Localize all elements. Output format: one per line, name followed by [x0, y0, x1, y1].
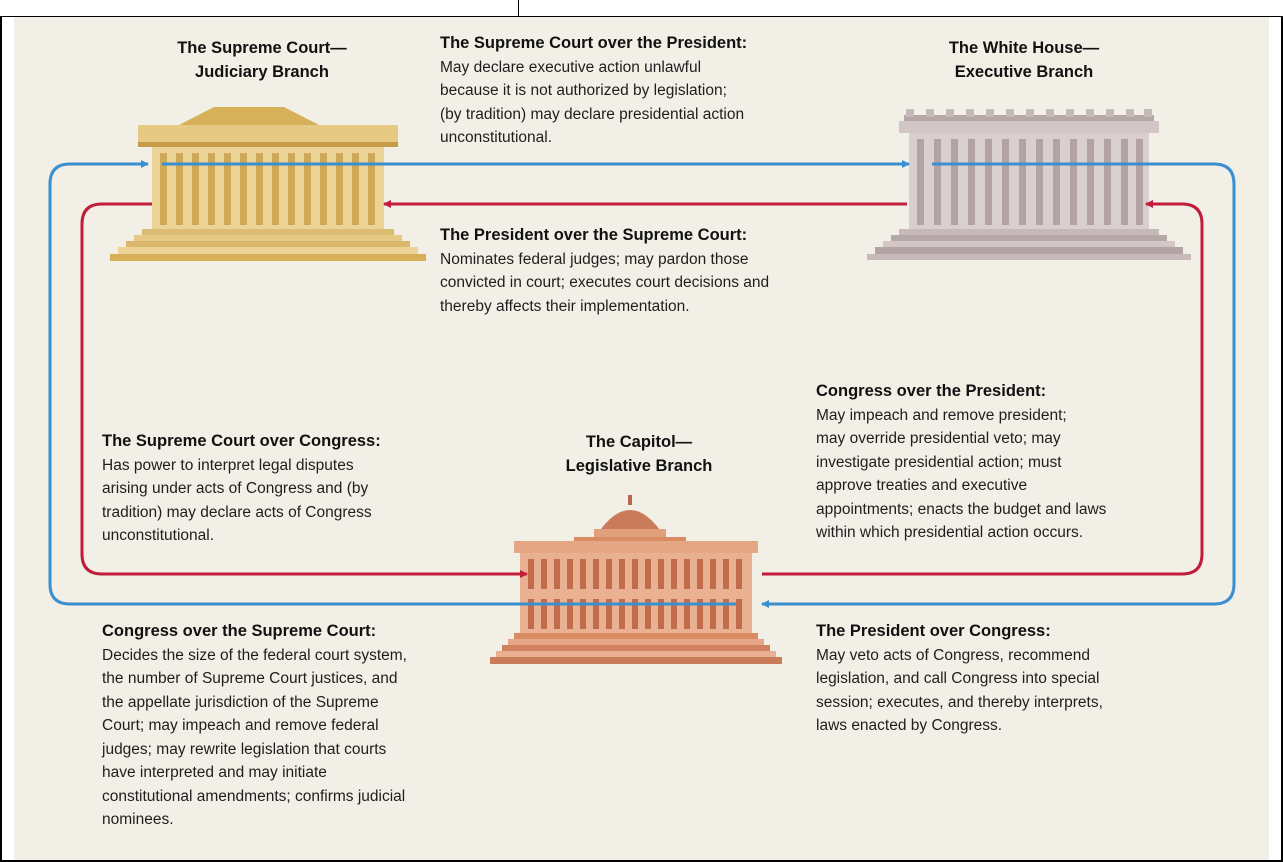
top-border-strip	[0, 0, 1283, 17]
check-text: May declare executive action unlawful be…	[440, 58, 745, 147]
check-heading: Congress over the Supreme Court:	[102, 622, 377, 640]
check-text: Has power to interpret legal disputes ar…	[102, 456, 372, 545]
arrow-congress-to-president	[762, 200, 1204, 576]
check-heading: The Supreme Court over the President:	[440, 34, 748, 52]
check-heading: The President over Congress:	[816, 622, 1051, 640]
capitol-building-icon	[490, 495, 782, 664]
arrow-court-to-congress	[80, 202, 528, 578]
check-heading: The President over the Supreme Court:	[440, 226, 748, 244]
check-text: Nominates federal judges; may pardon tho…	[440, 250, 770, 315]
check-president-over-congress: The President over Congress: May veto ac…	[816, 620, 1216, 738]
check-text: May impeach and remove president; may ov…	[816, 406, 1107, 542]
top-border-divider	[518, 0, 519, 16]
check-heading: The Supreme Court over Congress:	[102, 432, 381, 450]
check-text: May veto acts of Congress, recommend leg…	[816, 646, 1103, 735]
check-text: Decides the size of the federal court sy…	[102, 646, 407, 829]
capitol-label: The Capitol— Legislative Branch	[565, 433, 713, 475]
supreme-court-label: The Supreme Court— Judiciary Branch	[177, 39, 347, 81]
check-heading: Congress over the President:	[816, 382, 1047, 400]
arrow-congress-to-court	[48, 160, 736, 606]
arrow-president-to-congress	[761, 162, 1236, 608]
diagram-panel: The Supreme Court— Judiciary Branch The …	[14, 17, 1269, 860]
white-house-label: The White House— Executive Branch	[948, 39, 1100, 81]
supreme-court-building-icon	[110, 107, 426, 261]
check-court-over-congress: The Supreme Court over Congress: Has pow…	[102, 430, 492, 548]
diagram-art	[48, 107, 1236, 664]
white-house-building-icon	[867, 109, 1191, 260]
check-congress-over-court: Congress over the Supreme Court: Decides…	[102, 620, 502, 832]
check-court-over-president: The Supreme Court over the President: Ma…	[440, 32, 870, 150]
check-congress-over-president: Congress over the President: May impeach…	[816, 380, 1216, 545]
check-president-over-court: The President over the Supreme Court: No…	[440, 224, 880, 318]
